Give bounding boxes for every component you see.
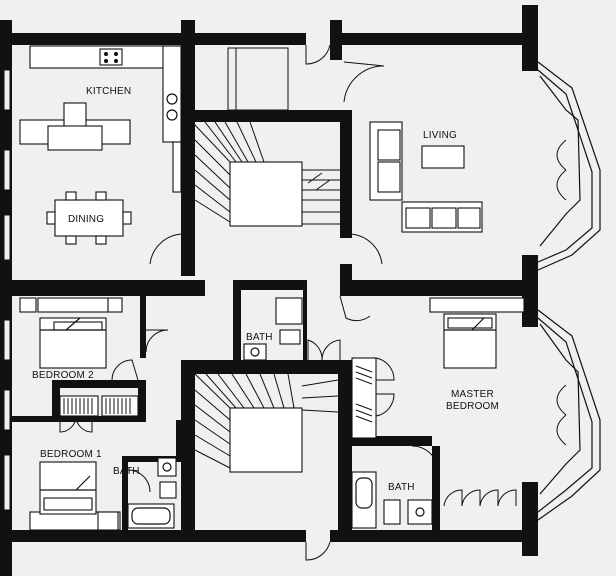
wardrobe-master bbox=[351, 357, 377, 439]
bedroom-1: BEDROOM 1 bbox=[29, 449, 121, 531]
room-label-bath-master: BATH bbox=[388, 482, 415, 493]
room-label-bath-center: BATH bbox=[246, 332, 273, 343]
interior-walls bbox=[0, 20, 522, 542]
room-label-bedroom1: BEDROOM 1 bbox=[40, 449, 102, 460]
wardrobe-bed2 bbox=[59, 395, 139, 433]
toilet-icon bbox=[279, 329, 301, 345]
room-label-master-2: BEDROOM bbox=[446, 401, 499, 412]
windows-left bbox=[3, 69, 11, 511]
living: LIVING bbox=[369, 121, 483, 233]
bay-window-master bbox=[537, 309, 601, 521]
toilet-icon bbox=[159, 481, 177, 499]
bath-bedroom1: BATH bbox=[113, 457, 177, 529]
toilet-icon bbox=[383, 499, 401, 525]
doors-upper bbox=[149, 44, 385, 265]
stairwell-upper bbox=[194, 47, 340, 227]
room-label-bath-bed1: BATH bbox=[113, 466, 140, 477]
bath-master: BATH bbox=[351, 445, 517, 530]
kitchen: KITCHEN bbox=[19, 45, 182, 193]
master-bedroom: MASTER BEDROOM bbox=[351, 297, 525, 439]
bedroom-2: BEDROOM 2 bbox=[19, 297, 169, 381]
room-label-bedroom2: BEDROOM 2 bbox=[32, 370, 94, 381]
hob-icon bbox=[99, 48, 123, 66]
room-label-living: LIVING bbox=[423, 130, 457, 141]
room-label-kitchen: KITCHEN bbox=[86, 86, 131, 97]
exterior-walls bbox=[0, 5, 538, 576]
room-label-master-1: MASTER bbox=[451, 389, 494, 400]
stairwell-lower bbox=[194, 373, 339, 561]
bath-center: BATH bbox=[243, 295, 371, 361]
room-label-dining: DINING bbox=[68, 214, 104, 225]
dining: DINING bbox=[46, 191, 132, 245]
coffee-table bbox=[421, 145, 465, 169]
bay-window-living bbox=[537, 61, 601, 271]
